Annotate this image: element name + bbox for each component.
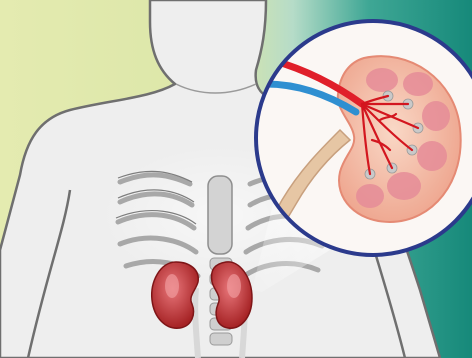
left-ureter (195, 288, 198, 358)
magnifier-lens (256, 20, 472, 256)
left-kidney-highlight (165, 274, 179, 298)
sternum (208, 176, 232, 254)
right-kidney-highlight (227, 274, 241, 298)
